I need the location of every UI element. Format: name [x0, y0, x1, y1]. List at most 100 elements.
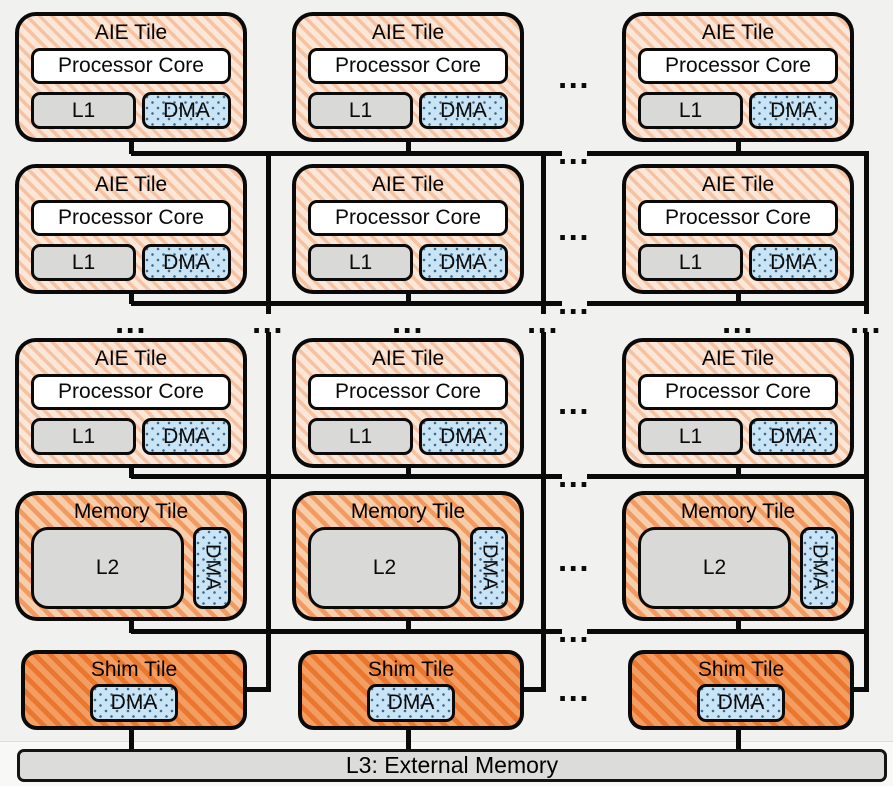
- shim-tile-title: Shim Tile: [90, 658, 178, 681]
- l2-memory: L2: [31, 527, 184, 609]
- l1-memory: L1: [308, 244, 413, 281]
- processor-core: Processor Core: [31, 200, 231, 236]
- bus-line: [131, 474, 562, 479]
- aie-tile-title: AIE Tile: [701, 21, 775, 44]
- dma-engine: DMA: [142, 418, 231, 455]
- aie-tile-title: AIE Tile: [371, 173, 445, 196]
- memory-tile-title: Memory Tile: [680, 500, 796, 523]
- dma-engine: DMA: [90, 684, 178, 722]
- shim-tile: Shim Tile DMA: [298, 650, 524, 730]
- connector-stub: [129, 727, 134, 751]
- aie-tile: AIE Tile Processor Core L1 DMA: [292, 12, 524, 142]
- connector-stub: [406, 727, 411, 751]
- l2-memory: L2: [308, 527, 461, 609]
- dma-engine: DMA: [367, 684, 455, 722]
- trunk-line: [864, 332, 869, 692]
- dma-engine: DMA: [800, 527, 838, 609]
- ellipsis: ...: [251, 303, 284, 340]
- trunk-hook: [519, 687, 543, 692]
- dma-engine: DMA: [193, 527, 231, 609]
- ellipsis: ...: [557, 210, 590, 247]
- bus-line: [587, 151, 869, 156]
- connector-stub: [129, 136, 134, 154]
- trunk-line: [541, 332, 546, 692]
- connector-stub: [406, 136, 411, 154]
- l1-memory: L1: [638, 92, 743, 129]
- ellipsis: ...: [557, 284, 590, 321]
- aie-tile: AIE Tile Processor Core L1 DMA: [622, 12, 854, 142]
- connector-stub: [736, 727, 741, 751]
- connector-stub: [129, 462, 134, 478]
- ellipsis: ...: [526, 303, 559, 340]
- connector-stub: [406, 462, 411, 478]
- connector-stub: [736, 288, 741, 304]
- memory-tile-title: Memory Tile: [350, 500, 466, 523]
- trunk-line: [864, 151, 869, 314]
- dma-engine: DMA: [419, 244, 508, 281]
- connector-stub: [406, 617, 411, 633]
- l1-memory: L1: [31, 92, 136, 129]
- ellipsis: ...: [721, 303, 754, 340]
- shim-tile: Shim Tile DMA: [21, 650, 247, 730]
- l1-memory: L1: [308, 418, 413, 455]
- bus-line: [587, 474, 869, 479]
- dma-engine: DMA: [749, 418, 838, 455]
- processor-core: Processor Core: [308, 200, 508, 236]
- l1-memory: L1: [638, 244, 743, 281]
- dma-engine: DMA: [697, 684, 785, 722]
- ellipsis: ...: [557, 134, 590, 171]
- dma-engine: DMA: [470, 527, 508, 609]
- l1-memory: L1: [638, 418, 743, 455]
- trunk-hook: [244, 687, 268, 692]
- trunk-line: [541, 151, 546, 314]
- ellipsis: ...: [557, 671, 590, 708]
- ellipsis: ...: [557, 58, 590, 95]
- shim-tile-title: Shim Tile: [367, 658, 455, 681]
- memory-tile-title: Memory Tile: [73, 500, 189, 523]
- l1-memory: L1: [31, 244, 136, 281]
- aie-tile-title: AIE Tile: [701, 173, 775, 196]
- processor-core: Processor Core: [638, 48, 838, 84]
- l1-memory: L1: [308, 92, 413, 129]
- ellipsis: ...: [391, 303, 424, 340]
- dma-engine: DMA: [419, 92, 508, 129]
- ellipsis: ...: [557, 541, 590, 578]
- processor-core: Processor Core: [308, 48, 508, 84]
- dma-engine: DMA: [142, 244, 231, 281]
- dma-engine: DMA: [749, 92, 838, 129]
- processor-core: Processor Core: [638, 374, 838, 410]
- ellipsis: ...: [557, 612, 590, 649]
- connector-stub: [129, 617, 134, 633]
- ellipsis: ...: [114, 303, 147, 340]
- trunk-hook: [849, 687, 869, 692]
- processor-core: Processor Core: [31, 48, 231, 84]
- divider-line: [0, 741, 893, 742]
- l2-memory: L2: [638, 527, 791, 609]
- aie-tile-title: AIE Tile: [94, 347, 168, 370]
- connector-stub: [736, 462, 741, 478]
- l1-memory: L1: [31, 418, 136, 455]
- connector-stub: [736, 136, 741, 154]
- processor-core: Processor Core: [308, 374, 508, 410]
- memory-tile: Memory Tile L2 DMA: [622, 491, 854, 621]
- aie-tile: AIE Tile Processor Core L1 DMA: [15, 338, 247, 468]
- l3-external-memory: L3: External Memory: [17, 749, 887, 782]
- trunk-line: [266, 332, 271, 692]
- aie-tile: AIE Tile Processor Core L1 DMA: [292, 338, 524, 468]
- bus-line: [131, 151, 562, 156]
- aie-tile: AIE Tile Processor Core L1 DMA: [622, 164, 854, 294]
- aie-tile: AIE Tile Processor Core L1 DMA: [15, 164, 247, 294]
- aie-tile: AIE Tile Processor Core L1 DMA: [622, 338, 854, 468]
- ellipsis: ...: [557, 384, 590, 421]
- aie-tile-title: AIE Tile: [371, 347, 445, 370]
- trunk-line: [266, 151, 271, 314]
- memory-tile: Memory Tile L2 DMA: [292, 491, 524, 621]
- processor-core: Processor Core: [31, 374, 231, 410]
- aie-tile-title: AIE Tile: [701, 347, 775, 370]
- aie-tile: AIE Tile Processor Core L1 DMA: [15, 12, 247, 142]
- memory-tile: Memory Tile L2 DMA: [15, 491, 247, 621]
- ellipsis: ...: [557, 457, 590, 494]
- dma-engine: DMA: [142, 92, 231, 129]
- shim-tile: Shim Tile DMA: [628, 650, 854, 730]
